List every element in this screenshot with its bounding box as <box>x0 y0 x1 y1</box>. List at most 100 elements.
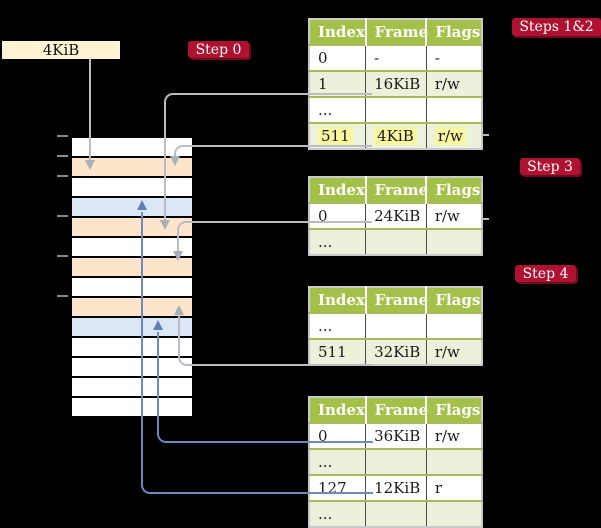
col-header-frame: Frame <box>364 397 428 423</box>
address-tick <box>57 175 68 177</box>
col-header-frame: Frame <box>364 177 428 203</box>
cell-flags <box>425 228 482 255</box>
pointer-line-12kib <box>141 212 373 494</box>
table-row: ... <box>309 312 482 339</box>
arrowhead-up-icon <box>153 320 163 330</box>
cell-index: ... <box>309 500 366 527</box>
cell-flags <box>425 448 482 475</box>
memory-row-44kib <box>72 358 192 378</box>
cell-index: 511 <box>309 338 366 365</box>
highlighted-value: 4KiB <box>374 127 417 145</box>
table-row: 0 24KiB r/w <box>309 202 482 229</box>
memory-row-8kib <box>72 178 192 198</box>
address-tick <box>57 215 68 217</box>
cell-flags <box>425 96 482 123</box>
badge-step-0: Step 0 <box>188 41 249 58</box>
cell-flags: - <box>425 44 482 71</box>
cell-flags <box>425 312 482 339</box>
memory-row-48kib <box>72 378 192 398</box>
cell-index: ... <box>309 448 366 475</box>
pointer-line-32kib <box>178 315 372 366</box>
cell-index: 511 <box>309 122 366 149</box>
cell-frame <box>365 96 427 123</box>
root-pointer-label: 4KiB <box>42 41 80 59</box>
table-row: 1 16KiB r/w <box>309 70 482 97</box>
badge-step-4-label: Step 4 <box>522 265 569 282</box>
physical-memory-stack <box>70 136 194 418</box>
cell-index: 0 <box>309 44 366 71</box>
highlighted-value: r/w <box>434 127 466 145</box>
row-marker-nub <box>482 218 489 220</box>
memory-row-32kib <box>72 298 192 318</box>
arrowhead-down-icon <box>170 156 180 166</box>
cell-flags: r/w <box>425 70 482 97</box>
col-header-index: Index <box>309 177 366 203</box>
cell-frame: 12KiB <box>365 474 427 501</box>
col-header-frame: Frame <box>364 19 428 45</box>
table-row: ... <box>309 448 482 475</box>
page-table-step-3: Index Frame Flags 0 24KiB r/w ... <box>308 176 483 256</box>
cell-index: 0 <box>309 202 366 229</box>
cell-frame: 24KiB <box>365 202 427 229</box>
cell-frame <box>365 312 427 339</box>
cell-index: ... <box>309 312 366 339</box>
memory-row-0kib <box>72 138 192 158</box>
table-row-highlighted: 511 4KiB r/w <box>309 122 482 149</box>
col-header-index: Index <box>309 397 366 423</box>
address-tick <box>57 295 68 297</box>
table-row: 0 - - <box>309 44 482 71</box>
cell-flags: r <box>425 474 482 501</box>
badge-step-4: Step 4 <box>515 265 576 282</box>
col-header-index: Index <box>309 19 366 45</box>
root-pointer-box: 4KiB <box>2 41 120 59</box>
col-header-flags: Flags <box>425 19 482 45</box>
table-row: 511 32KiB r/w <box>309 338 482 365</box>
address-tick <box>57 135 68 137</box>
table-header-row: Index Frame Flags <box>309 397 482 423</box>
col-header-index: Index <box>309 287 366 313</box>
cell-flags: r/w <box>425 338 482 365</box>
memory-row-24kib <box>72 258 192 278</box>
cell-frame: 4KiB <box>365 122 427 149</box>
badge-step-3: Step 3 <box>520 158 580 175</box>
table-header-row: Index Frame Flags <box>309 287 482 313</box>
cell-frame <box>365 228 427 255</box>
cell-flags: r/w <box>425 122 482 149</box>
badge-steps-1-2-label: Steps 1&2 <box>519 19 594 35</box>
memory-row-20kib <box>72 238 192 258</box>
badge-step-3-label: Step 3 <box>527 158 573 175</box>
page-table-final: Index Frame Flags 0 36KiB r/w ... 127 12… <box>308 396 483 528</box>
cell-index: 0 <box>309 422 366 449</box>
col-header-flags: Flags <box>425 177 482 203</box>
col-header-frame: Frame <box>364 287 428 313</box>
col-header-flags: Flags <box>425 397 482 423</box>
pointer-line-16kib <box>164 93 372 221</box>
cell-frame <box>365 500 427 527</box>
address-tick <box>57 155 68 157</box>
col-header-flags: Flags <box>425 287 482 313</box>
cell-index: ... <box>309 96 366 123</box>
pointer-line-24kib <box>177 221 372 253</box>
table-header-row: Index Frame Flags <box>309 177 482 203</box>
arrowhead-down-icon <box>173 251 183 261</box>
pointer-line-36kib <box>157 332 373 443</box>
page-table-steps-1-2: Index Frame Flags 0 - - 1 16KiB r/w ... … <box>308 18 483 150</box>
cell-index: ... <box>309 228 366 255</box>
arrowhead-up-icon <box>137 200 147 210</box>
table-row: ... <box>309 228 482 255</box>
memory-row-40kib <box>72 338 192 358</box>
cell-index: 1 <box>309 70 366 97</box>
arrowhead-down-icon <box>160 220 170 230</box>
cell-frame: 36KiB <box>365 422 427 449</box>
cell-flags: r/w <box>425 202 482 229</box>
table-row: ... <box>309 96 482 123</box>
table-row: ... <box>309 500 482 527</box>
highlighted-value: 511 <box>318 127 353 145</box>
row-marker-nub <box>482 134 489 136</box>
arrowhead-up-icon <box>174 305 184 315</box>
cell-frame <box>365 448 427 475</box>
memory-row-52kib <box>72 398 192 418</box>
arrowhead-down-icon <box>85 160 95 170</box>
badge-step-0-label: Step 0 <box>195 41 242 58</box>
